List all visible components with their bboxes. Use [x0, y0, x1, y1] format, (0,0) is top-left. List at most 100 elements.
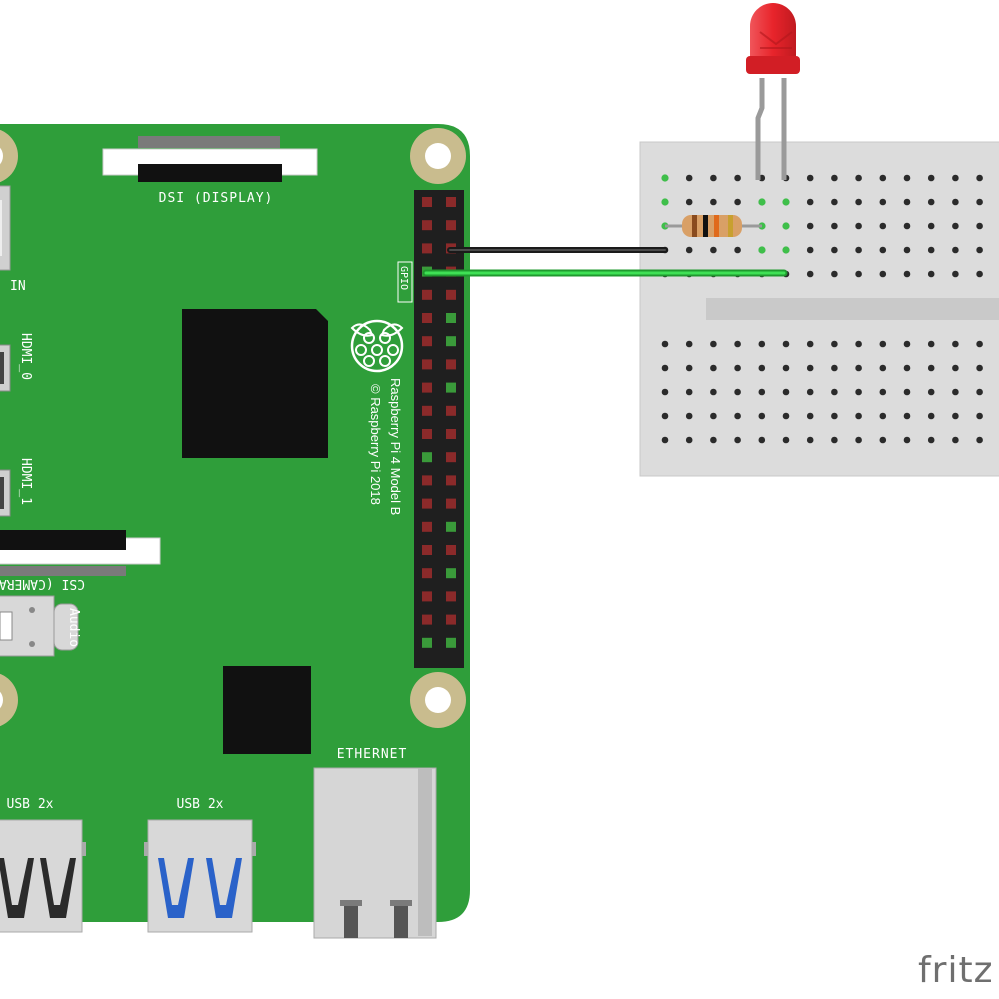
gpio-pin [422, 498, 432, 509]
processor-chip [182, 309, 328, 458]
ethernet-label: ETHERNET [337, 747, 408, 762]
breadboard-hole [903, 340, 911, 348]
breadboard-hole [758, 412, 766, 420]
breadboard-hole-connected [661, 198, 669, 206]
gpio-pin [446, 405, 456, 416]
breadboard-hole [976, 174, 983, 182]
breadboard-hole [710, 340, 717, 348]
breadboard-hole [903, 388, 911, 396]
usb3-label: USB 2x [177, 797, 224, 812]
breadboard-center-channel [706, 298, 999, 320]
gpio-pin [446, 498, 456, 509]
breadboard-hole [952, 174, 959, 182]
gpio-pin [422, 475, 432, 486]
breadboard-hole [855, 364, 862, 372]
breadboard-hole [685, 246, 693, 254]
breadboard-hole [903, 174, 911, 182]
breadboard-hole [855, 198, 862, 206]
dsi-connector [102, 136, 318, 182]
breadboard-hole [710, 412, 717, 420]
usb2-port [0, 819, 86, 933]
breadboard-hole [903, 246, 911, 254]
breadboard-hole [734, 340, 741, 348]
gpio-pin [446, 197, 456, 207]
led [746, 3, 800, 180]
breadboard-hole [734, 388, 741, 396]
usb2-label: USB 2x [7, 797, 54, 812]
breadboard-hole [952, 198, 959, 206]
breadboard-holes-bottom [661, 340, 983, 444]
breadboard-hole [661, 412, 669, 420]
breadboard-hole [952, 246, 959, 254]
breadboard-hole [927, 412, 935, 420]
breadboard-hole [831, 174, 838, 182]
breadboard-hole [782, 436, 790, 444]
breadboard-hole [710, 246, 717, 254]
usb-c-power-port [0, 185, 11, 271]
breadboard-hole [806, 340, 814, 348]
breadboard-hole [855, 412, 862, 420]
breadboard-hole [685, 436, 693, 444]
breadboard-hole [903, 436, 911, 444]
gpio-pin [446, 614, 456, 625]
board-model-label: Raspberry Pi 4 Model B [388, 378, 403, 515]
breadboard-hole [927, 198, 935, 206]
breadboard-hole [976, 270, 983, 278]
breadboard-hole [927, 340, 935, 348]
breadboard-hole [952, 340, 959, 348]
gpio-pin [422, 521, 432, 532]
breadboard-hole [976, 198, 983, 206]
breadboard-hole [806, 222, 814, 230]
gpio-pin [446, 429, 456, 439]
breadboard-hole [710, 364, 717, 372]
mount-hole-bottom-left [0, 673, 18, 727]
gpio-pin [446, 336, 456, 347]
breadboard-hole [855, 174, 862, 182]
breadboard-hole [855, 340, 862, 348]
gpio-pin [422, 197, 432, 207]
gpio-header [414, 190, 464, 668]
gpio-pin [446, 289, 456, 300]
breadboard-hole [758, 388, 766, 396]
memory-chip [223, 666, 311, 754]
gpio-pin [422, 405, 432, 416]
breadboard-hole [831, 388, 838, 396]
csi-label: CSI (CAMERA) [0, 576, 85, 591]
breadboard-hole [879, 222, 887, 230]
breadboard-hole [952, 388, 959, 396]
gpio-pin [446, 220, 456, 231]
gpio-label: GPIO [398, 266, 409, 290]
breadboard-hole [710, 436, 717, 444]
gpio-pin [422, 313, 432, 323]
breadboard-hole [806, 198, 814, 206]
breadboard-hole [831, 222, 838, 230]
breadboard-hole [879, 412, 887, 420]
breadboard-hole [685, 198, 693, 206]
gpio-pin [422, 591, 432, 602]
gpio-pin [446, 382, 456, 393]
gpio-pin [446, 591, 456, 602]
breadboard-hole [976, 388, 983, 396]
breadboard [639, 141, 999, 477]
gpio-pin [446, 637, 456, 648]
breadboard-hole [758, 436, 766, 444]
gpio-pin [422, 382, 432, 393]
gpio-pin [446, 313, 456, 323]
breadboard-hole [927, 174, 935, 182]
breadboard-hole-connected [661, 174, 669, 182]
usb3-port [144, 819, 256, 933]
gpio-pin [422, 243, 432, 254]
breadboard-hole [734, 246, 741, 254]
breadboard-hole [903, 412, 911, 420]
breadboard-hole [710, 174, 717, 182]
breadboard-hole [976, 412, 983, 420]
gpio-pin [422, 568, 432, 579]
breadboard-hole [831, 436, 838, 444]
breadboard-hole [831, 340, 838, 348]
breadboard-hole [927, 222, 935, 230]
breadboard-hole [903, 198, 911, 206]
breadboard-hole [855, 270, 862, 278]
breadboard-hole [782, 388, 790, 396]
hdmi-1-port [0, 469, 11, 517]
breadboard-hole [685, 340, 693, 348]
